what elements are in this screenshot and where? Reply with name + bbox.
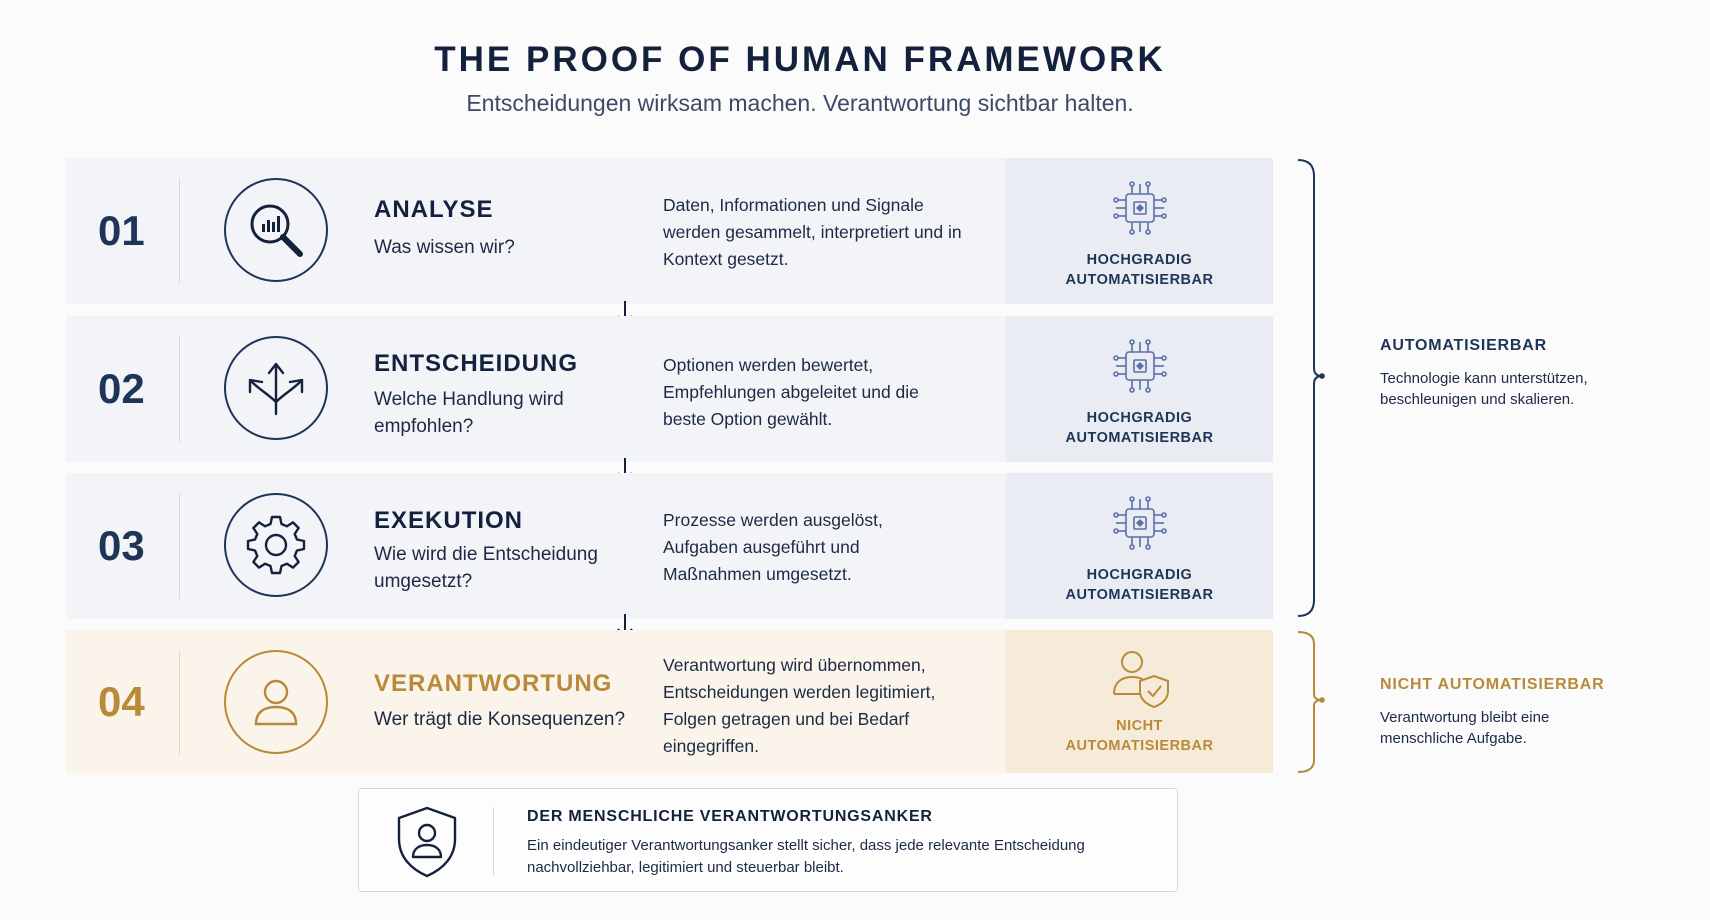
step-number: 03 bbox=[98, 522, 145, 569]
step-icon-circle bbox=[224, 493, 328, 597]
automatable-text: Technologie kann unterstützen, beschleun… bbox=[1380, 370, 1588, 408]
anchor-title: DER MENSCHLICHE VERANTWORTUNGSANKER bbox=[527, 808, 933, 825]
not-automatable-title: NICHT AUTOMATISIERBAR bbox=[1380, 676, 1605, 693]
anchor-text: Ein eindeutiger Verantwortungsanker stel… bbox=[527, 837, 1085, 876]
chip-icon bbox=[1113, 339, 1167, 393]
person-shield-icon bbox=[1113, 651, 1169, 708]
step-row-exekution: 03 EXEKUTION Wie wird die Entscheidung u… bbox=[66, 473, 1273, 619]
divider bbox=[179, 178, 180, 284]
step-row-analyse: 01 ANALYSE Was wissen wir? Daten, Inform… bbox=[66, 158, 1273, 304]
step-description: Prozesse werden ausgelöst, Aufgaben ausg… bbox=[663, 510, 883, 584]
not-automatable-text: Verantwortung bleibt eine menschliche Au… bbox=[1380, 709, 1550, 747]
step-heading: VERANTWORTUNG bbox=[374, 670, 613, 697]
bracket-automatable bbox=[1297, 159, 1325, 617]
step-heading: ENTSCHEIDUNG bbox=[374, 350, 579, 377]
step-icon-circle bbox=[224, 336, 328, 440]
automatable-title: AUTOMATISIERBAR bbox=[1380, 337, 1547, 354]
step-heading: EXEKUTION bbox=[374, 507, 524, 534]
step-question: Wie wird die Entscheidung umgesetzt? bbox=[374, 544, 598, 592]
step-number: 02 bbox=[98, 365, 145, 412]
page-title: THE PROOF OF HUMAN FRAMEWORK bbox=[434, 40, 1166, 79]
automation-status-panel: HOCHGRADIG AUTOMATISIERBAR bbox=[1006, 316, 1273, 462]
person-icon bbox=[254, 679, 298, 726]
step-number: 04 bbox=[98, 678, 145, 725]
shield-person-icon bbox=[397, 806, 457, 878]
step-question: Wer trägt die Konsequenzen? bbox=[374, 709, 626, 730]
bracket-not-automatable bbox=[1297, 631, 1325, 773]
responsibility-anchor-box: DER MENSCHLICHE VERANTWORTUNGSANKER Ein … bbox=[358, 788, 1178, 892]
automation-status-label: HOCHGRADIG AUTOMATISIERBAR bbox=[1065, 567, 1214, 603]
divider bbox=[493, 807, 494, 875]
divider bbox=[179, 336, 180, 442]
step-number: 01 bbox=[98, 207, 145, 254]
step-description: Optionen werden bewertet, Empfehlungen a… bbox=[663, 355, 919, 429]
step-row-entscheidung: 02 ENTSCHEIDUNG Welche Handlung wird emp… bbox=[66, 316, 1273, 462]
step-row-verantwortung: 04 VERANTWORTUNG Wer trägt die Konsequen… bbox=[66, 630, 1273, 773]
automation-status-label: HOCHGRADIG AUTOMATISIERBAR bbox=[1065, 252, 1214, 288]
automation-status-label: NICHT AUTOMATISIERBAR bbox=[1065, 718, 1214, 754]
step-question: Was wissen wir? bbox=[374, 237, 515, 258]
automation-status-panel: HOCHGRADIG AUTOMATISIERBAR bbox=[1006, 158, 1273, 304]
step-question: Welche Handlung wird empfohlen? bbox=[374, 389, 564, 437]
split-arrows-icon bbox=[248, 362, 304, 416]
divider bbox=[179, 650, 180, 756]
step-description: Verantwortung wird übernommen, Entscheid… bbox=[663, 655, 936, 756]
chip-icon bbox=[1113, 496, 1167, 550]
automation-status-label: HOCHGRADIG AUTOMATISIERBAR bbox=[1065, 410, 1214, 446]
step-icon-circle bbox=[224, 650, 328, 754]
chip-icon bbox=[1113, 181, 1167, 235]
automation-status-panel: HOCHGRADIG AUTOMATISIERBAR bbox=[1006, 473, 1273, 619]
magnifier-chart-icon bbox=[250, 204, 303, 257]
step-description: Daten, Informationen und Signale werden … bbox=[663, 195, 962, 269]
step-heading: ANALYSE bbox=[374, 196, 494, 223]
automation-status-panel: NICHT AUTOMATISIERBAR bbox=[1006, 630, 1273, 773]
step-icon-circle bbox=[224, 178, 328, 282]
gear-icon bbox=[246, 515, 306, 575]
divider bbox=[179, 493, 180, 599]
page-subtitle: Entscheidungen wirksam machen. Verantwor… bbox=[466, 90, 1134, 116]
